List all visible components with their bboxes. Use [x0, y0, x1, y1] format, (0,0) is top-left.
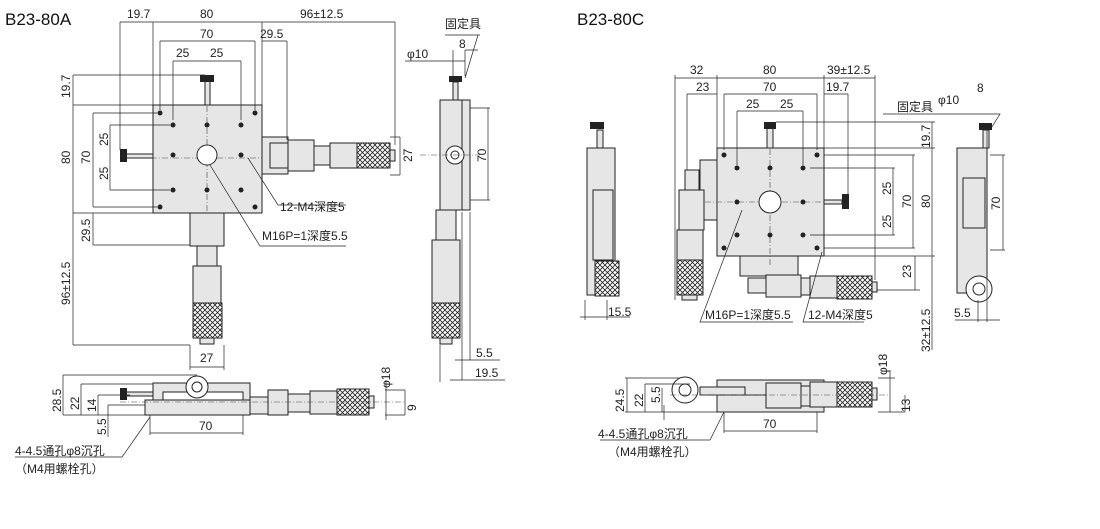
dim-label: 96±12.5 — [59, 261, 73, 305]
dim-label: φ18 — [379, 367, 393, 388]
dim-label: 25 — [746, 97, 760, 111]
dim-label: 25 — [97, 132, 111, 146]
dim-label: 80 — [200, 7, 214, 21]
c-front-view — [670, 376, 890, 413]
c-right-side-view: 70 5.5 — [954, 123, 1005, 322]
dim-label: 19.7 — [127, 7, 151, 21]
callout-m4-threads: 12-M4深度5 — [280, 199, 345, 214]
hole-note: 4-4.5通孔φ8沉孔 — [598, 427, 688, 441]
mounting-holes — [721, 152, 820, 251]
lock-knob-top — [764, 122, 776, 149]
mounting-holes — [157, 110, 258, 210]
callout-m4-threads: 12-M4深度5 — [808, 307, 873, 322]
dim-label: 28.5 — [50, 388, 64, 412]
dim-label: 70 — [900, 194, 914, 208]
dim-label: 13 — [899, 398, 913, 412]
center-hole — [758, 190, 782, 214]
c-left-side-view: 15.5 — [580, 122, 632, 320]
dim-label: 5.5 — [954, 306, 971, 320]
dim-label: 19.7 — [826, 80, 850, 94]
dim-label: 29.5 — [260, 27, 284, 41]
dim-label: 70 — [200, 27, 214, 41]
dim-label: 29.5 — [79, 218, 93, 242]
callout-m16-thread: M16P=1深度5.5 — [705, 307, 791, 322]
dim-label: φ10 — [938, 93, 959, 107]
dim-label: 22 — [632, 393, 646, 407]
micrometer-x — [261, 136, 396, 175]
dim-label: 25 — [97, 166, 111, 180]
dim-label: 19.7 — [919, 124, 933, 148]
lock-knob-right — [823, 194, 849, 209]
dim-label: 23 — [900, 264, 914, 278]
dim-label: 27 — [200, 351, 214, 365]
c-dimension-lines — [674, 75, 1001, 350]
dim-label: 70 — [79, 150, 93, 164]
model-title-a: B23-80A — [5, 10, 72, 29]
hole-note-sub: （M4用螺栓孔） — [608, 444, 697, 459]
fixture-label: 固定具 — [897, 99, 933, 114]
hole-note: 4-4.5通孔φ8沉孔 — [15, 444, 105, 458]
dim-label: 70 — [763, 417, 777, 431]
dim-label: 5.5 — [95, 418, 109, 435]
dim-label: 8 — [977, 81, 984, 95]
dim-label: φ10 — [407, 47, 428, 61]
callout-m16-thread: M16P=1深度5.5 — [262, 228, 348, 243]
dim-label: 25 — [780, 97, 794, 111]
lock-knob-left — [120, 149, 154, 162]
lock-knob-top — [200, 75, 214, 106]
a-front-dimension-labels: φ18 28.5 22 14 5.5 70 9 4-4.5通孔φ8沉孔 （M4用… — [15, 367, 419, 476]
hole-note-sub: （M4用螺栓孔） — [15, 461, 104, 476]
a-dimension-labels: 19.7 80 96±12.5 70 29.5 25 25 19.7 80 70… — [59, 7, 415, 365]
dim-label: 80 — [919, 194, 933, 208]
dim-label: 22 — [68, 396, 82, 410]
micrometer-y — [189, 212, 225, 345]
dim-label: 80 — [59, 150, 73, 164]
dim-label: 27 — [401, 148, 415, 162]
dim-label: φ18 — [876, 354, 890, 375]
a-side-dimension-lines — [405, 34, 505, 382]
dim-label: 8 — [459, 37, 466, 51]
dim-label: 24.5 — [613, 388, 627, 412]
micrometer-x — [747, 274, 878, 300]
dim-label: 19.5 — [475, 366, 499, 380]
dim-label: 25 — [880, 214, 894, 228]
dim-label: 5.5 — [476, 346, 493, 360]
dim-label: 32±12.5 — [919, 308, 933, 352]
dim-label: 25 — [210, 46, 224, 60]
dim-label: 70 — [475, 148, 489, 162]
dim-label: 70 — [989, 196, 1003, 210]
dim-label: 23 — [696, 80, 710, 94]
dim-label: 19.7 — [59, 74, 73, 98]
dim-label: 39±12.5 — [827, 63, 871, 77]
micrometer-y — [676, 169, 705, 301]
dim-label: 70 — [763, 80, 777, 94]
a-side-view — [420, 76, 480, 345]
a-top-view — [120, 75, 396, 345]
center-hole — [196, 144, 218, 166]
dim-label: 15.5 — [608, 305, 632, 319]
a-front-dimension-lines — [15, 374, 406, 458]
c-dimension-labels: 32 80 39±12.5 23 70 19.7 25 25 固定具 φ10 8… — [690, 63, 984, 352]
model-title-c: B23-80C — [577, 10, 645, 29]
c-front-dimension-lines — [600, 370, 906, 441]
dim-label: 32 — [690, 63, 704, 77]
dim-label: 5.5 — [649, 386, 663, 403]
dim-label: 96±12.5 — [300, 7, 344, 21]
dim-label: 14 — [85, 398, 99, 412]
c-front-dimension-labels: φ18 24.5 22 5.5 13 70 4-4.5通孔φ8沉孔 （M4用螺栓… — [598, 354, 913, 459]
a-dimension-lines — [72, 21, 401, 370]
dim-label: 9 — [405, 404, 419, 411]
a-front-view — [120, 375, 405, 416]
dim-label: 70 — [199, 419, 213, 433]
c-top-view — [676, 122, 878, 301]
fixture-label: 固定具 — [445, 16, 481, 31]
a-side-dimension-labels: 固定具 φ10 8 70 5.5 19.5 — [407, 16, 499, 380]
dim-label: 25 — [176, 46, 190, 60]
dim-label: 25 — [880, 181, 894, 195]
dim-label: 80 — [763, 63, 777, 77]
